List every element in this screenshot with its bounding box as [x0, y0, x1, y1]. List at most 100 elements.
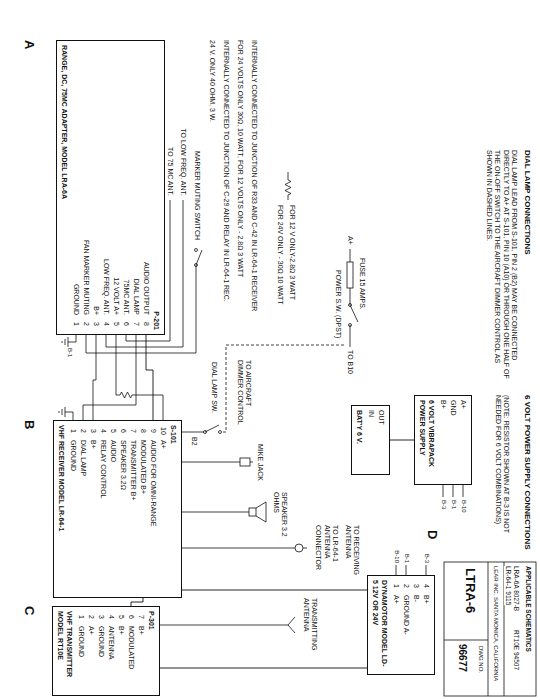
connector-name: P-301	[146, 611, 156, 691]
wire-label: TO RECEIVING ANTENNA	[343, 525, 360, 585]
title-block-lines	[444, 562, 504, 696]
pin-name: B+	[421, 592, 431, 607]
wire-label: A+	[346, 236, 354, 245]
switch-contact	[349, 304, 352, 307]
note-text: INTERNALLY CONNECTED TO JUNCTION OF R33 …	[250, 40, 258, 311]
note-text: DIAL LAMP LEAD FROM S-101, PIN 2 (B2) MA…	[484, 150, 518, 385]
pin-row: 1GROUND	[71, 45, 81, 330]
wire-label: TO 75 MC ANT.	[166, 80, 174, 196]
terminal-label: B+	[438, 400, 448, 480]
wire	[146, 335, 153, 420]
wire-label: B2	[190, 437, 198, 446]
pin-number: 1	[391, 580, 401, 592]
switch-label: MARKER MUTING SWITCH	[193, 90, 201, 240]
pin-name: DIAL LAMP	[131, 276, 141, 318]
callout-letter: B	[21, 420, 37, 429]
note-text: FOR 24 VOLTS ONLY 30Ω, 10 WATT, FOR 12 V…	[236, 40, 244, 277]
pin-row: 1GROUND	[68, 425, 78, 593]
pin-name: GROUND A-	[401, 592, 411, 638]
ground-wire	[62, 335, 76, 347]
pin-number: 1	[68, 425, 78, 437]
wire-label: B-10	[460, 500, 467, 513]
title-block-text: RT10E 94507	[512, 630, 520, 670]
pin-row: 7DIAL LAMP	[131, 45, 141, 330]
pin-number: 5	[111, 318, 121, 330]
title-block-text: APPLICABLE SCHEMATICS	[524, 566, 532, 652]
note-heading: 6 VOLT POWER SUPPLY CONNECTIONS	[522, 395, 532, 560]
drawing-title: LTRA-6	[462, 568, 478, 613]
box-title: VHF RECEIVER MODEL LR-64-1	[57, 425, 66, 593]
pin-number: 6	[121, 318, 131, 330]
part-label: MIKE JACK	[256, 444, 264, 481]
part-label: FUSE 15 AMPS.	[358, 258, 366, 310]
box-title: BAT'Y 6 V.	[355, 410, 364, 470]
terminal-stubs	[443, 485, 463, 497]
pin-name: B+	[88, 437, 98, 452]
pin-name: A+	[391, 592, 401, 607]
pin-row: 8AUDIO OUTPUT	[141, 45, 151, 330]
adapter-box: P-2018AUDIO OUTPUT7DIAL LAMP675MC ANT.51…	[56, 40, 165, 335]
terminal-label: OUT	[376, 410, 386, 470]
pin-name: RELAY CONTROL	[98, 437, 108, 501]
switch-contact	[195, 249, 198, 252]
wire-label: TO AIRCRAFT DIMMER CONTROL	[235, 360, 252, 426]
title-block-text: LEAR INC. SANTA MONICA, CALIFORNIA	[492, 566, 499, 692]
pin-name: AUDIO FOR OMNI-RANGE	[148, 437, 158, 529]
pin-row: 9AUDIO FOR OMNI-RANGE	[148, 425, 158, 593]
switch-contact	[349, 324, 352, 327]
pin-row: 4LOW FREQ. ANT.	[101, 45, 111, 330]
part-label: POWER S.W. (DPST)	[334, 270, 342, 338]
battery-box: OUTINBAT'Y 6 V.	[351, 405, 390, 475]
wire	[131, 598, 143, 606]
wire-label: B-10	[393, 541, 400, 563]
dial-lamp-wire	[83, 335, 136, 420]
transmitting-antenna	[160, 617, 295, 633]
pin-number: 3	[88, 425, 98, 437]
pin-row: 2FAN MARKER MUTING	[81, 45, 91, 330]
wire-label: B-1	[450, 500, 457, 509]
pin-number: 2	[86, 611, 96, 623]
pin-name: MODULATED	[126, 623, 136, 672]
pin-number: 5	[108, 425, 118, 437]
callout-letter: D	[424, 530, 440, 539]
pin-row: 7TRANSMITTER B+	[128, 425, 138, 593]
pin-name: AUDIO	[108, 437, 118, 465]
note-heading: DIAL LAMP CONNECTIONS	[522, 150, 532, 255]
pin-name: GROUND	[96, 623, 106, 660]
pin-number: 4	[421, 580, 431, 592]
pin-name: B+	[116, 623, 126, 638]
receiving-antenna-wire	[182, 548, 307, 549]
pin-number: 4	[98, 425, 108, 437]
mike-wire	[182, 462, 253, 463]
wire	[160, 668, 367, 669]
note-text: INTERNALLY CONNECTED TO JUNCTION OF C-29…	[222, 40, 230, 302]
wire-label: B-3	[423, 541, 430, 563]
wire-label: TO B10	[346, 350, 354, 374]
pin-name: FAN MARKER MUTING	[81, 237, 91, 318]
pin-number: 3	[91, 318, 101, 330]
pin-number: 8	[138, 425, 148, 437]
switch-label: DIAL LAMP SW.	[210, 362, 218, 413]
pin-row: 512 VOLT A+	[111, 45, 121, 330]
pin-row: 5B+	[116, 611, 126, 691]
pin-row: 7B+	[136, 611, 146, 691]
fuse-symbol	[347, 262, 353, 288]
callout-letter: A	[21, 40, 37, 49]
wire	[182, 590, 367, 591]
resistor-symbol	[285, 172, 291, 200]
pin-number: 2	[78, 425, 88, 437]
mike-jack-symbol	[240, 458, 250, 466]
transmitter-box: P-3017B+6MODULATED5B+4ANTENNA3GROUND2A+1…	[52, 606, 160, 696]
terminal-label: GND	[448, 400, 458, 480]
pin-number: 3	[96, 611, 106, 623]
pin-number: 4	[106, 611, 116, 623]
b-plus-wire	[93, 335, 96, 420]
pin-number: 6	[118, 425, 128, 437]
pin-name: DIAL LAMP	[78, 437, 88, 479]
title-block-text: LRA-6A 8027-B	[512, 566, 520, 611]
part-label: TRANSMITTING ANTENNA	[301, 598, 318, 662]
speaker-wire	[182, 512, 249, 513]
switch-contact	[195, 264, 198, 267]
pin-number: 2	[81, 318, 91, 330]
